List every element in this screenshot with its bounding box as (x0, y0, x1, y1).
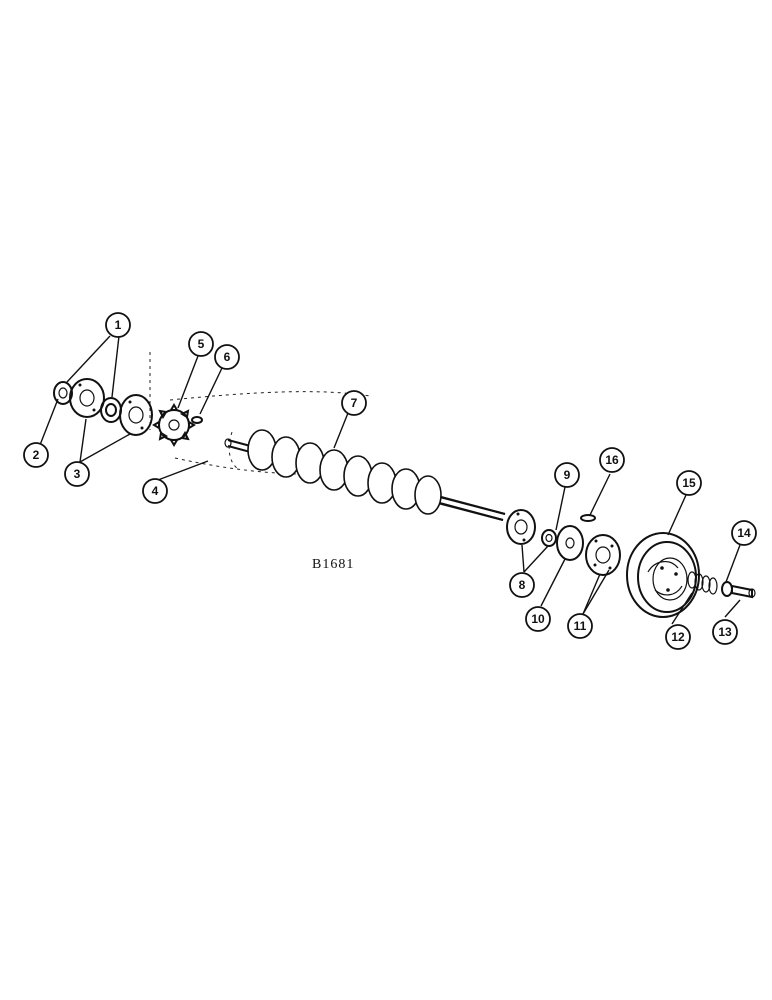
callout-12-label: 12 (671, 630, 685, 644)
spacer-part (541, 529, 557, 547)
callout-2-label: 2 (33, 448, 40, 462)
collar-part (53, 381, 73, 405)
flange-plate-2-part (119, 394, 153, 436)
callout-5: 5 (188, 331, 214, 357)
callout-12: 12 (665, 624, 691, 650)
callout-1-label: 1 (115, 318, 122, 332)
right-end-parts (506, 509, 756, 618)
callout-7-label: 7 (351, 396, 358, 410)
callout-11-label: 11 (574, 619, 587, 633)
key-2-part (580, 514, 596, 522)
callout-9-label: 9 (564, 468, 571, 482)
bearing-hub-part (506, 509, 536, 545)
flanged-hub-part (585, 534, 621, 576)
callout-3: 3 (64, 461, 90, 487)
callout-6-label: 6 (224, 350, 231, 364)
washer-part (721, 581, 733, 597)
callout-13: 13 (712, 619, 738, 645)
callout-3-label: 3 (74, 467, 81, 481)
callout-4: 4 (142, 478, 168, 504)
plate-part (556, 525, 584, 561)
callout-13-label: 13 (718, 625, 732, 639)
callout-7: 7 (341, 390, 367, 416)
callout-2: 2 (23, 442, 49, 468)
callout-1: 1 (105, 312, 131, 338)
callout-9: 9 (554, 462, 580, 488)
pulley-part (626, 532, 700, 618)
auger-part (224, 429, 506, 521)
left-end-parts (53, 378, 203, 447)
bearing-part (100, 397, 122, 423)
callout-15-label: 15 (682, 476, 696, 490)
spring-part (687, 571, 718, 595)
callout-5-label: 5 (198, 337, 205, 351)
callout-11: 11 (567, 613, 593, 639)
callout-10: 10 (525, 606, 551, 632)
callout-10-label: 10 (531, 612, 545, 626)
figure-reference-code: B1681 (312, 557, 354, 572)
sprocket-part (152, 403, 196, 447)
callout-16-label: 16 (605, 453, 619, 467)
callout-15: 15 (676, 470, 702, 496)
callout-14-label: 14 (737, 526, 751, 540)
callout-8-label: 8 (519, 578, 526, 592)
callout-4-label: 4 (152, 484, 159, 498)
callout-16: 16 (599, 447, 625, 473)
leader-lines (39, 335, 741, 625)
callout-6: 6 (214, 344, 240, 370)
key-part (191, 416, 203, 424)
housing-outline (149, 352, 371, 475)
flange-plate-part (69, 378, 105, 418)
callout-14: 14 (731, 520, 757, 546)
callout-8: 8 (509, 572, 535, 598)
bolt-part (731, 584, 756, 599)
